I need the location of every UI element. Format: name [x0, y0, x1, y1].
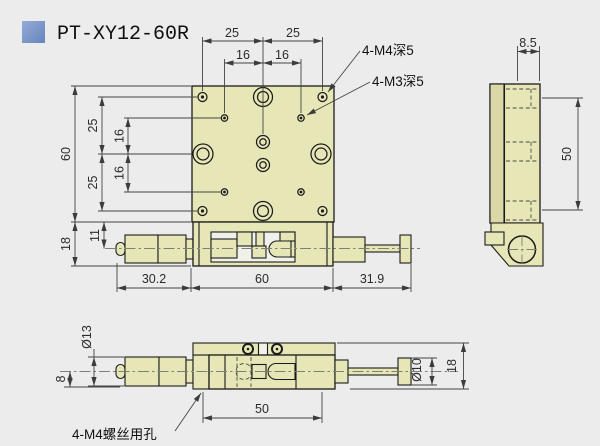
hidden-hole-lines	[506, 88, 539, 221]
dim-front-30-2: 30.2	[142, 272, 166, 286]
bottom-dimensions: Ø13 8 Ø10 18 50	[54, 325, 469, 423]
micrometer-tip	[115, 241, 126, 257]
dim-bottom-50: 50	[255, 402, 269, 416]
m4-corner-holes	[197, 91, 328, 217]
dim-left-60: 60	[59, 147, 73, 161]
callout-m4-depth: 4-M4深5	[362, 43, 414, 58]
side-view: 8.5 50	[484, 36, 583, 267]
title-marker-icon	[22, 21, 45, 43]
dim-side-8-5: 8.5	[519, 36, 536, 50]
dim-bottom-8: 8	[54, 375, 68, 382]
dim-side-50: 50	[560, 147, 574, 161]
dim-top-16-left: 16	[236, 48, 250, 62]
dim-front-18: 18	[59, 237, 73, 251]
dim-top-25-left: 25	[225, 26, 239, 40]
counterbore-holes	[192, 86, 332, 222]
strip-slot	[257, 342, 269, 356]
dim-top-25-right: 25	[286, 26, 300, 40]
dim-left-16-upper: 16	[113, 129, 127, 143]
dim-front-11: 11	[88, 229, 102, 242]
center-block	[251, 245, 267, 259]
micrometer-barrel	[124, 234, 159, 264]
dim-front-31-9: 31.9	[360, 272, 384, 286]
dim-left-16-lower: 16	[113, 166, 127, 180]
m3-holes	[220, 114, 305, 196]
callout-m4-screw-holes: 4-M4螺丝用孔	[72, 427, 157, 442]
side-plate-edge	[489, 83, 505, 224]
title-block: PT-XY12-60R	[22, 21, 189, 46]
callout-m3-depth: 4-M3深5	[372, 74, 424, 89]
micrometer-step	[185, 238, 194, 260]
strip-screws	[242, 343, 283, 355]
front-bottom-dimensions: 30.2 60 31.9	[116, 263, 412, 292]
right-extension	[332, 236, 366, 263]
hole-callouts: 4-M4深5 4-M3深5	[306, 43, 424, 116]
bottom-callout: 4-M4螺丝用孔	[72, 392, 202, 442]
page-title: PT-XY12-60R	[57, 23, 189, 46]
front-view: 30.2 60 31.9	[105, 221, 420, 292]
bracket-step	[484, 231, 505, 246]
dim-left-25-lower: 25	[86, 176, 100, 190]
adjust-knob	[399, 234, 412, 264]
clamp-block	[192, 354, 210, 390]
dim-left-25-upper: 25	[86, 119, 100, 133]
dim-front-60: 60	[255, 272, 269, 286]
center-holes	[255, 134, 271, 173]
bottom-view: Ø13 8 Ø10 18 50 4-M4螺丝用孔	[54, 325, 469, 442]
micrometer-thimble	[157, 234, 187, 264]
dim-bottom-dia10: Ø10	[410, 358, 424, 382]
dim-bottom-18: 18	[445, 359, 459, 373]
dim-top-16-right: 16	[275, 48, 289, 62]
top-dimensions: 25 25 16 16	[202, 26, 323, 134]
side-dimensions: 8.5 50	[517, 36, 583, 211]
guide-tab-left	[236, 231, 253, 247]
left-dimensions: 25 25 16 16 60 18 11	[59, 85, 221, 267]
dim-bottom-dia13: Ø13	[80, 325, 94, 349]
drive-capsule	[268, 240, 292, 258]
top-view: 25 25 16 16 25 25 16 16 60 18 11	[59, 26, 424, 267]
